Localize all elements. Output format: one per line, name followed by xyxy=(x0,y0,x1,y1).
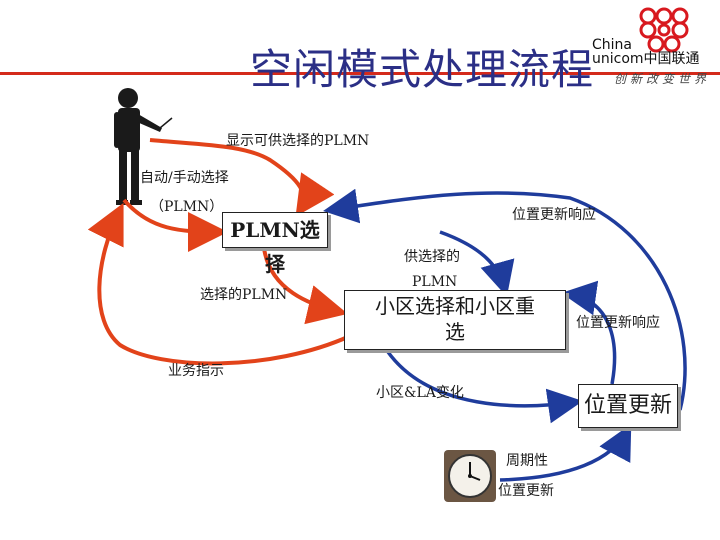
label-display-plmn: 显示可供选择的PLMN xyxy=(226,133,370,149)
blue-arrows xyxy=(323,188,687,482)
logo-slogan: 创新改变世界 xyxy=(614,72,711,86)
arrow-loc-resp-right xyxy=(561,280,617,385)
label-available: 供选择的 xyxy=(404,249,460,265)
arrow-auto-manual xyxy=(122,198,228,252)
unicom-knot-logo xyxy=(639,7,689,53)
cell-select-box: 小区选择和小区重 选 xyxy=(344,290,566,350)
arrow-loc-resp-top xyxy=(323,188,687,411)
cell-select-line1: 小区选择和小区重 xyxy=(375,294,535,318)
logo-line2: unicom中国联通 xyxy=(592,51,700,67)
arrow-periodic xyxy=(499,423,632,482)
plmn-select-box: PLMN选择 xyxy=(222,212,328,276)
label-plmn-small: PLMN xyxy=(412,274,458,290)
arrow-available-plmn xyxy=(439,230,515,297)
label-auto-manual: 自动/手动选择 xyxy=(140,170,229,186)
unicom-wordmark: China unicom中国联通 xyxy=(592,37,700,67)
label-cell-la-change: 小区&LA变化 xyxy=(376,385,464,401)
wall-clock-icon xyxy=(444,450,496,502)
arrow-service-indication xyxy=(87,202,351,366)
label-loc-update: 位置更新 xyxy=(498,483,554,499)
label-service-indication: 业务指示 xyxy=(168,363,224,379)
red-arrows xyxy=(87,138,351,366)
arrow-selected-plmn xyxy=(262,247,348,325)
label-selected-plmn: 选择的PLMN xyxy=(200,287,288,303)
label-plmn-paren: （PLMN） xyxy=(150,199,224,215)
page-title: 空闲模式处理流程 xyxy=(250,45,595,94)
label-periodic: 周期性 xyxy=(506,453,548,469)
location-update-box: 位置更新 xyxy=(578,384,678,428)
arrow-display-plmn xyxy=(149,138,335,217)
label-loc-resp-top: 位置更新响应 xyxy=(512,207,596,223)
person-presenter-icon xyxy=(114,88,173,205)
title-rule xyxy=(0,72,720,75)
label-loc-resp-right: 位置更新响应 xyxy=(576,315,660,331)
cell-select-line2: 选 xyxy=(445,320,465,344)
arrow-cell-la-change xyxy=(386,350,583,424)
logo-line1: China xyxy=(592,37,632,53)
